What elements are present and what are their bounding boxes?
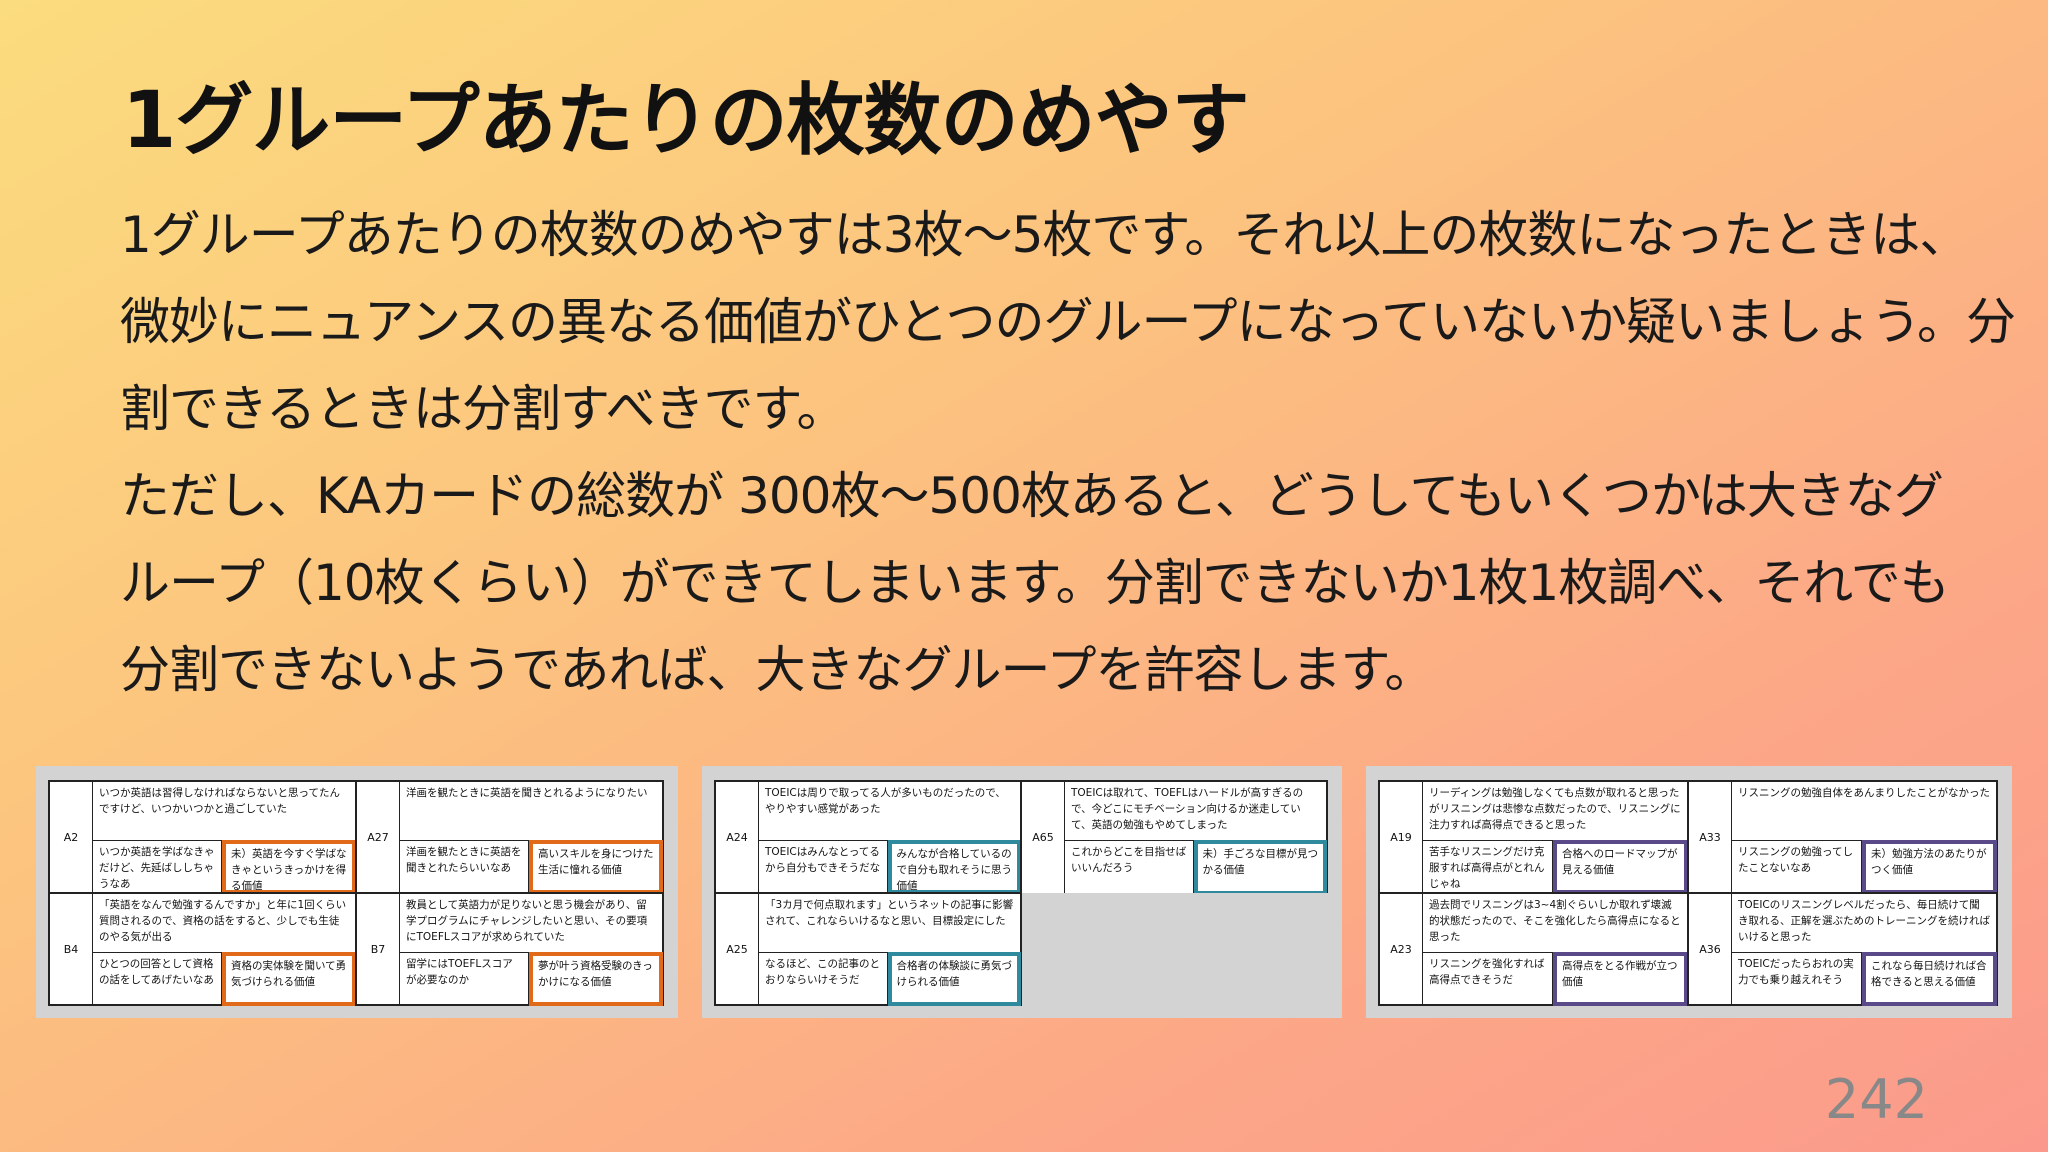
ka-card: A65 TOEICは取れて、TOEFLはハードルが高すぎるので、今どこにモチベー… — [1020, 780, 1328, 895]
ka-card: A2 いつか英語は習得しなければならないと思ってたんですけど、いつかいつかと過ご… — [48, 780, 357, 894]
body-line: 1グループあたりの枚数のめやすは3枚～5枚です。それ以上の枚数になったときは、 — [120, 206, 1969, 264]
card-event: TOEICは取れて、TOEFLはハードルが高すぎるので、今どこにモチベーション向… — [1065, 782, 1326, 841]
body-line: 微妙にニュアンスの異なる価値がひとつのグループになっていないか疑いましょう。分 — [120, 293, 2016, 351]
card-id: A36 — [1689, 894, 1732, 1004]
card-id: A23 — [1380, 894, 1423, 1004]
card-value: 未）英語を今すぐ学ばなきゃというきっかけを得る価値 — [222, 839, 356, 894]
card-feeling: いつか英語を学ばなきゃだけど、先延ばししちゃうなあ — [93, 840, 222, 892]
card-id: A33 — [1689, 782, 1732, 892]
card-value: 合格へのロードマップが見える価値 — [1553, 839, 1688, 894]
slide-body: 1グループあたりの枚数のめやすは3枚～5枚です。それ以上の枚数になったときは、 … — [120, 192, 2016, 714]
ka-card-panel-teal: A24 TOEICは周りで取ってる人が多いものだったので、やりやすい感覚があった… — [702, 766, 1342, 1018]
card-value: これなら毎日続ければ合格できると思える価値 — [1862, 951, 1997, 1006]
ka-card: B4 「英語をなんで勉強するんですか」と年に1回くらい質問されるので、資格の話を… — [48, 892, 357, 1006]
card-feeling: なるほど、この記事のとおりならいけそうだ — [759, 952, 888, 1004]
card-value: 高得点をとる作戦が立つ価値 — [1553, 951, 1688, 1006]
card-value: 合格者の体験談に勇気づけられる価値 — [887, 951, 1021, 1006]
card-feeling: ひとつの回答として資格の話をしてあげたいなあ — [93, 952, 222, 1004]
ka-card: A25 「3カ月で何点取れます」というネットの記事に影響されて、これならいけるな… — [714, 892, 1022, 1006]
card-value: みんなが合格しているので自分も取れそうに思う価値 — [887, 839, 1021, 894]
card-feeling: TOEICだったらおれの実力でも乗り越えれそう — [1732, 952, 1862, 1004]
ka-card: A24 TOEICは周りで取ってる人が多いものだったので、やりやすい感覚があった… — [714, 780, 1022, 894]
card-id: B7 — [357, 894, 400, 1004]
card-event: 「英語をなんで勉強するんですか」と年に1回くらい質問されるので、資格の話をすると… — [93, 894, 355, 953]
card-feeling: 洋画を観たときに英語を聞きとれたらいいなあ — [400, 840, 529, 892]
card-feeling: リスニングを強化すれば高得点できそうだ — [1423, 952, 1553, 1004]
card-id: A19 — [1380, 782, 1423, 892]
body-line: 割できるときは分割すべきです。 — [120, 380, 847, 438]
card-value: 未）勉強方法のあたりがつく価値 — [1862, 839, 1997, 894]
body-line: 分割できないようであれば、大きなグループを許容します。 — [120, 641, 1435, 699]
card-id: A2 — [50, 782, 93, 892]
ka-card: B7 教員として英語力が足りないと思う機会があり、留学プログラムにチャレンジした… — [355, 892, 664, 1006]
card-id: A24 — [716, 782, 759, 892]
card-feeling: TOEICはみんなとってるから自分もできそうだな — [759, 840, 888, 892]
card-event: いつか英語は習得しなければならないと思ってたんですけど、いつかいつかと過ごしてい… — [93, 782, 355, 841]
empty-slot — [1022, 893, 1328, 1004]
card-id: A27 — [357, 782, 400, 892]
card-event: TOEICは周りで取ってる人が多いものだったので、やりやすい感覚があった — [759, 782, 1020, 841]
card-feeling: 留学にはTOEFLスコアが必要なのか — [400, 952, 529, 1004]
ka-card: A27 洋画を観たときに英語を聞きとれるようになりたい 洋画を観たときに英語を聞… — [355, 780, 664, 894]
card-event: 洋画を観たときに英語を聞きとれるようになりたい — [400, 782, 662, 841]
card-event: リスニングの勉強自体をあんまりしたことがなかった — [1732, 782, 1996, 841]
card-value: 夢が叶う資格受験のきっかけになる価値 — [529, 951, 663, 1006]
ka-card-panel-orange: A2 いつか英語は習得しなければならないと思ってたんですけど、いつかいつかと過ご… — [36, 766, 678, 1018]
card-event: 「3カ月で何点取れます」というネットの記事に影響されて、これならいけるなと思い、… — [759, 894, 1020, 953]
card-id: A65 — [1022, 782, 1065, 893]
card-event: リーディングは勉強しなくても点数が取れると思ったがリスニングは悲惨な点数だったの… — [1423, 782, 1687, 841]
card-value: 資格の実体験を聞いて勇気づけられる価値 — [222, 951, 356, 1006]
body-line: ただし、KAカードの総数が 300枚～500枚あると、どうしてもいくつかは大きな… — [120, 467, 1944, 525]
ka-card: A33 リスニングの勉強自体をあんまりしたことがなかった リスニングの勉強ってし… — [1687, 780, 1998, 894]
card-event: 教員として英語力が足りないと思う機会があり、留学プログラムにチャレンジしたいと思… — [400, 894, 662, 953]
card-value: 未）手ごろな目標が見つかる価値 — [1193, 840, 1327, 895]
card-id: B4 — [50, 894, 93, 1004]
card-feeling: 苦手なリスニングだけ克服すれば高得点がとれんじゃね — [1423, 840, 1553, 892]
card-value: 高いスキルを身につけた生活に憧れる価値 — [529, 839, 663, 894]
page-number: 242 — [1824, 1068, 1928, 1131]
ka-card: A19 リーディングは勉強しなくても点数が取れると思ったがリスニングは悲惨な点数… — [1378, 780, 1689, 894]
ka-card: A36 TOEICのリスニングレベルだったら、毎日続けて聞き取れる、正解を選ぶた… — [1687, 892, 1998, 1006]
body-line: ループ（10枚くらい）ができてしまいます。分割できないか1枚1枚調べ、それでも — [120, 554, 1950, 612]
card-event: 過去問でリスニングは3~4割ぐらいしか取れず壊滅的状態だったので、そこを強化した… — [1423, 894, 1687, 953]
slide-title: 1グループあたりの枚数のめやす — [122, 76, 1250, 166]
card-event: TOEICのリスニングレベルだったら、毎日続けて聞き取れる、正解を選ぶためのトレ… — [1732, 894, 1996, 953]
card-id: A25 — [716, 894, 759, 1004]
ka-card-panel-purple: A19 リーディングは勉強しなくても点数が取れると思ったがリスニングは悲惨な点数… — [1366, 766, 2012, 1018]
ka-card: A23 過去問でリスニングは3~4割ぐらいしか取れず壊滅的状態だったので、そこを… — [1378, 892, 1689, 1006]
card-feeling: リスニングの勉強ってしたことないなあ — [1732, 840, 1862, 892]
card-feeling: これからどこを目指せばいいんだろう — [1065, 841, 1194, 893]
